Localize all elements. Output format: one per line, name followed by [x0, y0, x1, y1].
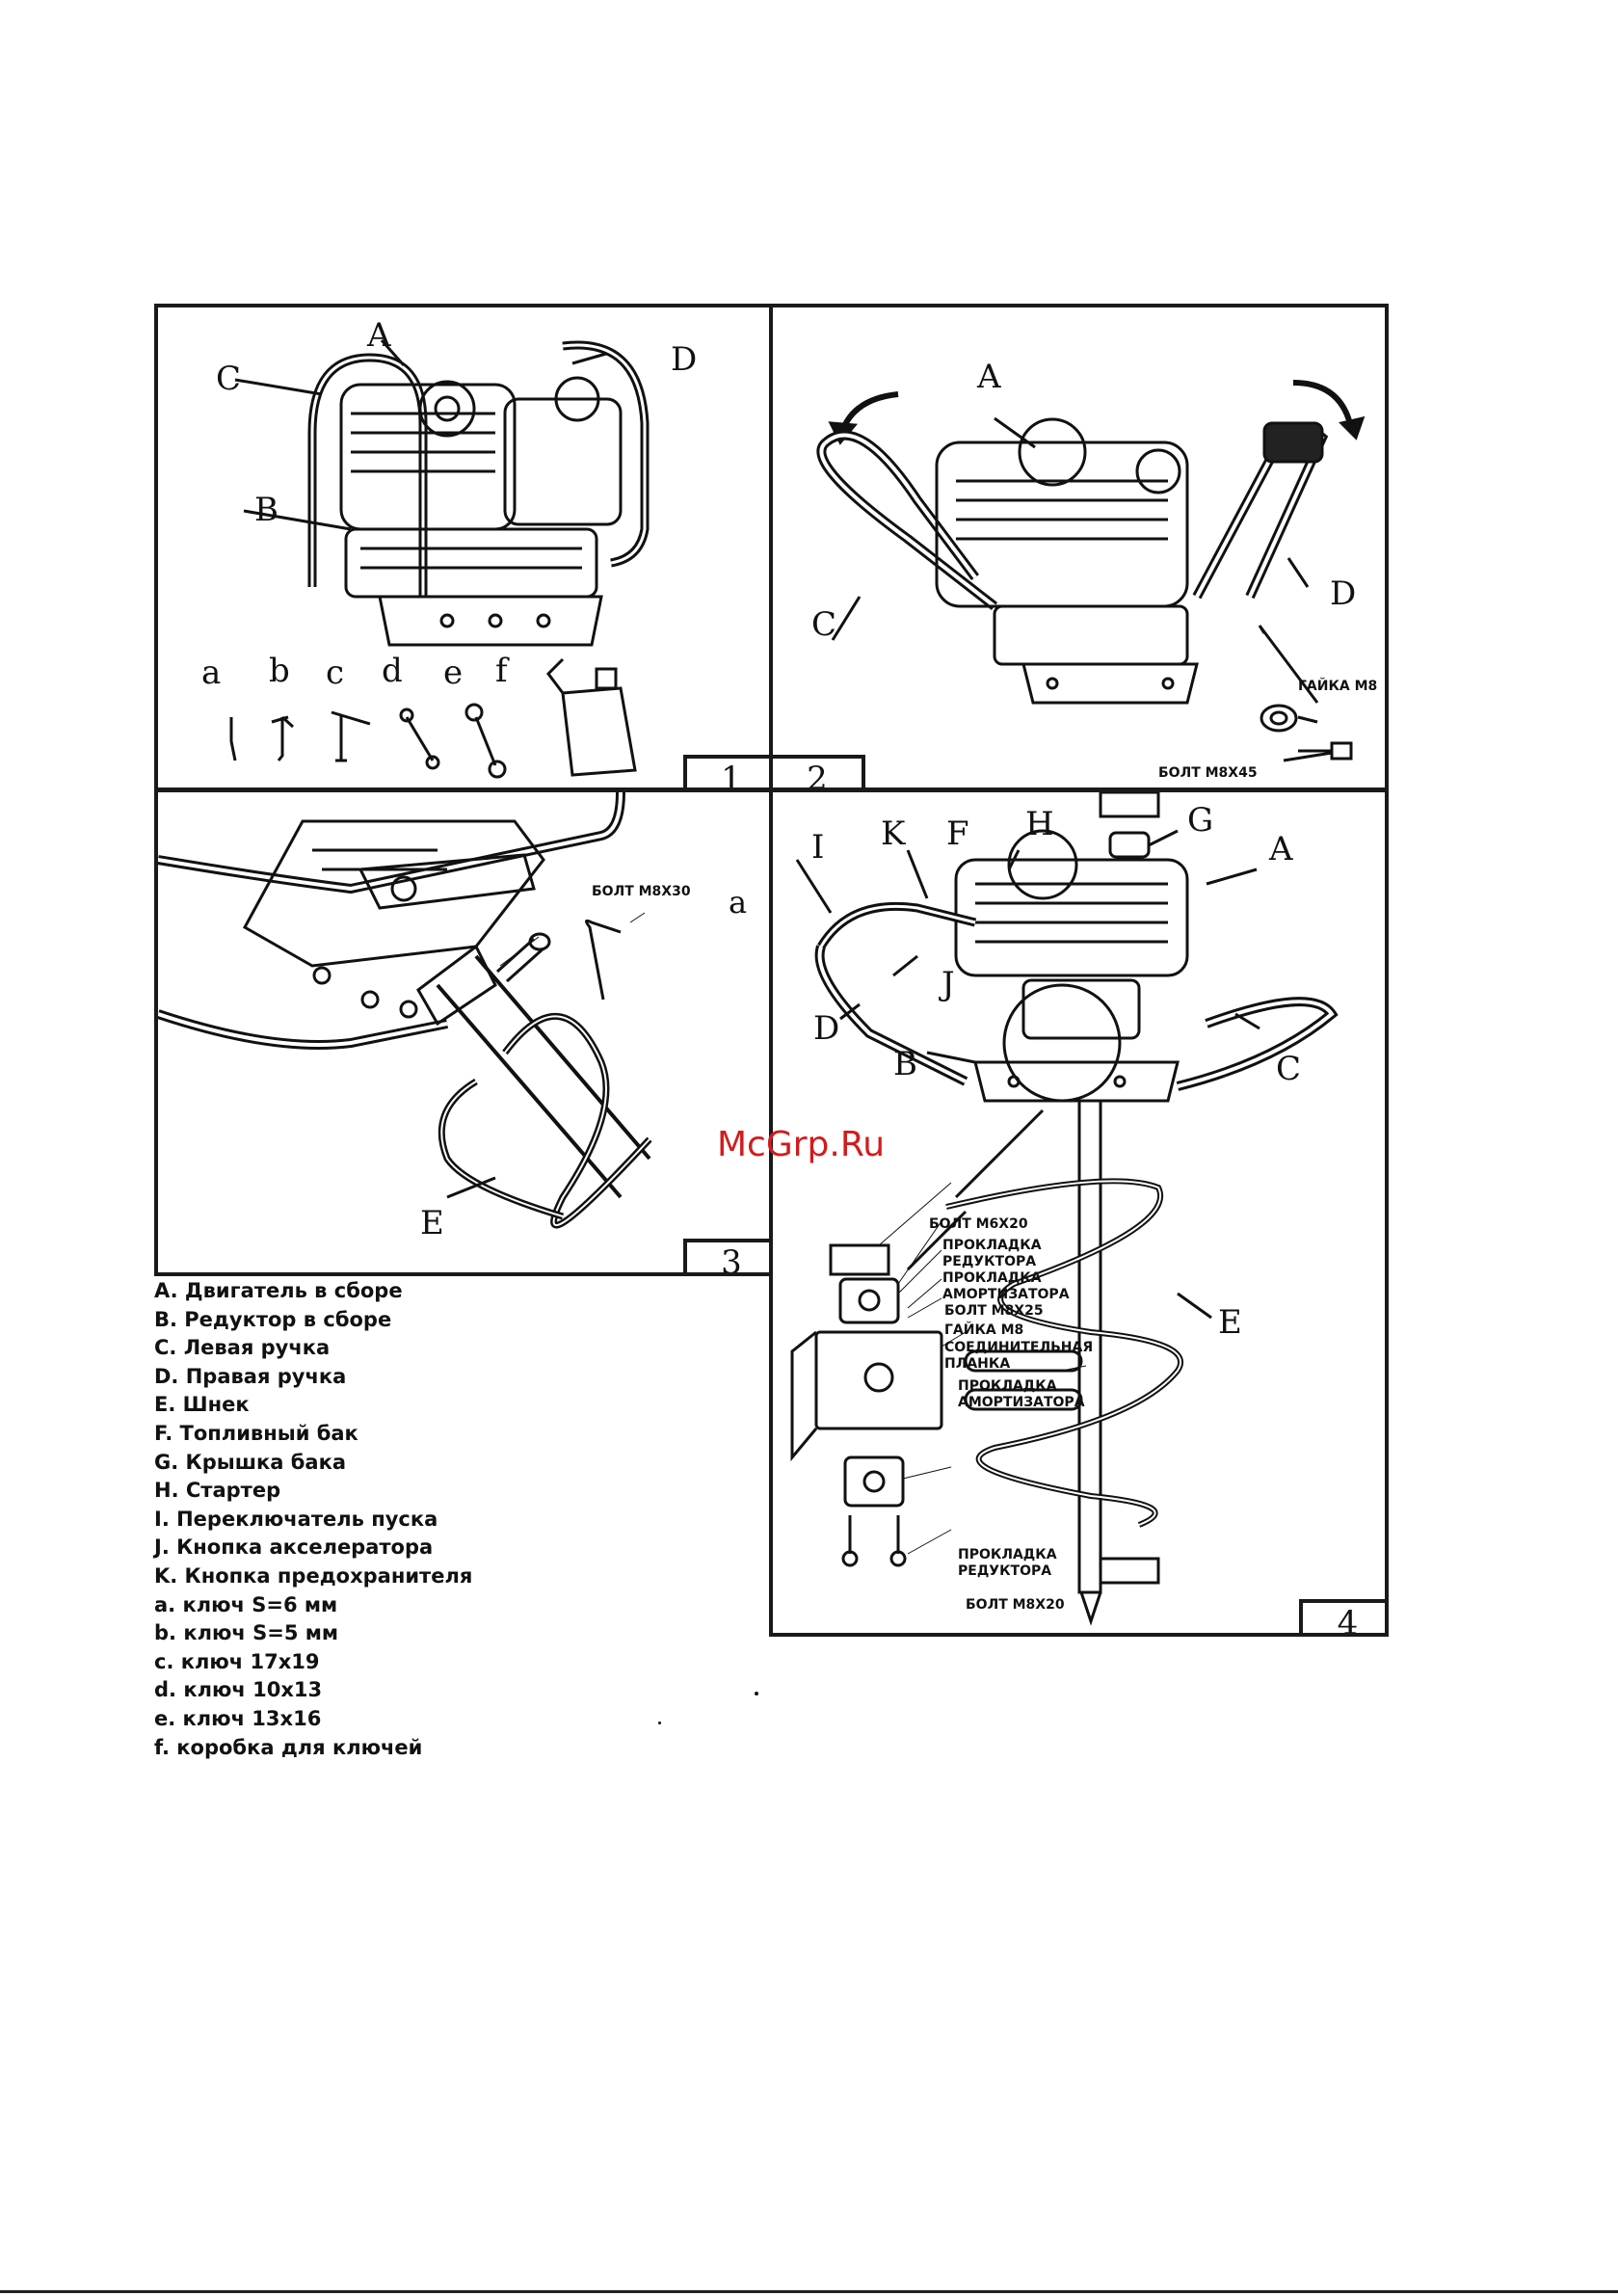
- panel-number-3: 3: [683, 1239, 769, 1272]
- panel-number-4: 4: [1299, 1599, 1385, 1633]
- legend-item: A. Двигатель в сборе: [154, 1279, 403, 1302]
- legend-item: K. Кнопка предохранителя: [154, 1563, 473, 1588]
- speck: [658, 1722, 661, 1724]
- tool-label-c: c: [326, 654, 345, 692]
- label-D: D: [813, 1009, 840, 1048]
- label-a: a: [729, 884, 748, 921]
- caption-nut-m8: ГАЙКА М8: [1298, 679, 1378, 694]
- label-C: C: [216, 360, 242, 398]
- tool-label-d: d: [382, 652, 403, 690]
- label-B: B: [254, 491, 279, 529]
- label-E: E: [1218, 1303, 1242, 1342]
- watermark: McGrp.Ru: [717, 1125, 886, 1164]
- label-B: B: [893, 1045, 917, 1083]
- legend-item: H. Стартер: [154, 1479, 281, 1503]
- label-E: E: [420, 1204, 444, 1242]
- caption-bolt-m6x20: БОЛТ М6Х20: [929, 1216, 1028, 1232]
- tool-label-b: b: [269, 652, 290, 690]
- caption-connecting-plate: СОЕДИНИТЕЛЬНАЯ ПЛАНКА: [944, 1340, 1094, 1372]
- legend-item: c. ключ 17х19: [154, 1649, 320, 1673]
- caption-bolt-m8x25: БОЛТ М8Х25: [944, 1303, 1044, 1319]
- caption-gasket-reducer-top: ПРОКЛАДКА РЕДУКТОРА: [942, 1238, 1042, 1269]
- legend-item: F. Топливный бак: [154, 1421, 358, 1445]
- panel-4: I K F H G A J D B C E БОЛТ М6Х20 ПРОКЛАД…: [769, 788, 1389, 1637]
- bottom-rule: [0, 2290, 1618, 2293]
- engine-assembly-drawing: [229, 339, 650, 779]
- caption-bolt-m8x45: БОЛТ М8Х45: [1158, 765, 1258, 781]
- caption-nut-m8: ГАЙКА М8: [944, 1322, 1024, 1338]
- label-D: D: [1330, 574, 1357, 613]
- caption-gasket-damper: ПРОКЛАДКА АМОРТИЗАТОРА: [958, 1378, 1085, 1410]
- legend-item: a. ключ S=6 мм: [154, 1592, 338, 1616]
- tool-label-f: f: [495, 652, 508, 690]
- panel-2: A C D ГАЙКА М8 БОЛТ М8Х45 2: [769, 304, 1389, 791]
- parts-legend: A. Двигатель в сборе B. Редуктор в сборе…: [154, 1277, 472, 1762]
- label-A: A: [977, 358, 1001, 396]
- caption-gasket-reducer: ПРОКЛАДКА РЕДУКТОРА: [958, 1547, 1057, 1579]
- caption-bolt-m8x30: БОЛТ М8Х30: [592, 884, 691, 899]
- legend-item: f. коробка для ключей: [154, 1735, 423, 1759]
- auger-mounting-drawing: [158, 792, 652, 1229]
- panel-1: A C D B a b c d e f 1: [154, 304, 773, 791]
- legend-item: d. ключ 10х13: [154, 1678, 323, 1702]
- label-C: C: [1276, 1050, 1302, 1088]
- legend-item: E. Шнек: [154, 1393, 250, 1417]
- label-C: C: [811, 605, 837, 644]
- label-K: K: [881, 814, 906, 853]
- label-D: D: [671, 340, 698, 379]
- caption-bolt-m8x20: БОЛТ М8Х20: [966, 1597, 1065, 1613]
- caption-gasket-damper-top: ПРОКЛАДКА АМОРТИЗАТОРА: [942, 1270, 1070, 1302]
- label-G: G: [1187, 801, 1214, 840]
- legend-item: e. ключ 13х16: [154, 1706, 322, 1730]
- legend-item: J. Кнопка акселератора: [154, 1535, 434, 1560]
- full-assembly-drawing: [790, 792, 1339, 1626]
- panel-number-2: 2: [773, 755, 865, 788]
- panel-number-1: 1: [683, 755, 769, 788]
- speck: [755, 1692, 758, 1695]
- legend-item: I. Переключатель пуска: [154, 1507, 438, 1531]
- label-A: A: [1269, 830, 1293, 868]
- label-I: I: [811, 828, 825, 867]
- handles-mounting-drawing: [816, 380, 1366, 762]
- legend-item: b. ключ S=5 мм: [154, 1621, 339, 1645]
- tool-label-e: e: [443, 654, 464, 692]
- legend-item: G. Крышка бака: [154, 1450, 347, 1474]
- legend-item: C. Левая ручка: [154, 1336, 331, 1360]
- tool-label-a: a: [201, 654, 222, 692]
- label-H: H: [1025, 805, 1054, 843]
- legend-item: D. Правая ручка: [154, 1364, 347, 1388]
- label-A: A: [367, 316, 391, 355]
- panel-3: БОЛТ М8Х30 a E 3: [154, 788, 773, 1276]
- legend-item: B. Редуктор в сборе: [154, 1307, 392, 1331]
- label-F: F: [946, 814, 969, 853]
- label-J: J: [942, 965, 955, 1003]
